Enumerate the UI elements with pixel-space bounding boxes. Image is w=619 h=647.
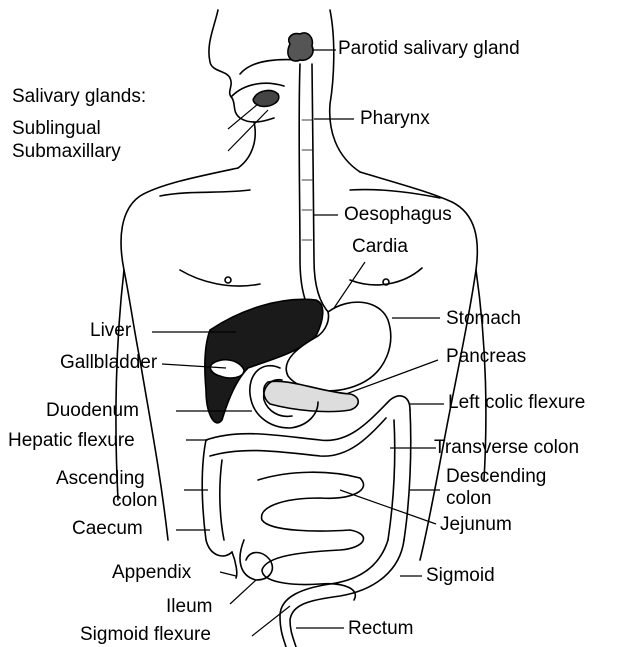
neck-back [330, 10, 360, 172]
neck-front [238, 122, 255, 168]
label-liver: Liver [90, 320, 131, 342]
label-left-colic-flexure: Left colic flexure [448, 392, 585, 414]
label-descending: Descending [446, 466, 546, 488]
label-pancreas: Pancreas [446, 346, 526, 368]
label-salivary-glands: Salivary glands: [12, 86, 146, 108]
label-hepatic-flexure: Hepatic flexure [8, 430, 135, 452]
label-ascending-colon: colon [112, 490, 157, 512]
label-transverse-colon: Transverse colon [434, 437, 579, 459]
leader-appendix [220, 572, 236, 576]
label-ileum: Ileum [166, 596, 212, 618]
descending-colon [404, 410, 411, 540]
label-jejunum: Jejunum [440, 514, 512, 536]
arm-left [116, 270, 124, 500]
chest-right [350, 268, 422, 285]
label-sigmoid: Sigmoid [426, 565, 495, 587]
label-ascending: Ascending [56, 468, 145, 490]
oesophagus-shading [302, 120, 312, 240]
nipple-left [225, 277, 231, 283]
label-sigmoid-flexure: Sigmoid flexure [80, 624, 211, 646]
oesophagus-right-wall [312, 64, 330, 314]
leader-sigmoid-flexure [252, 606, 290, 636]
appendix-shape [232, 552, 237, 578]
leader-ileum [230, 580, 256, 604]
collarbone-left [160, 190, 250, 196]
label-pharynx: Pharynx [360, 108, 430, 130]
label-parotid: Parotid salivary gland [338, 38, 520, 60]
label-stomach: Stomach [446, 308, 521, 330]
label-oesophagus: Oesophagus [344, 204, 452, 226]
label-cardia: Cardia [352, 236, 408, 258]
descending-colon-inner [388, 420, 395, 540]
ascending-colon-inner [220, 460, 224, 540]
collarbone-right [350, 189, 440, 198]
label-duodenum: Duodenum [46, 400, 139, 422]
label-gallbladder: Gallbladder [60, 352, 157, 374]
parotid-gland [288, 33, 313, 61]
label-sublingual: Sublingual [12, 118, 101, 140]
leader-submaxillary [228, 110, 268, 151]
label-rectum: Rectum [348, 618, 413, 640]
label-descending-colon: colon [446, 488, 491, 510]
chest-left [180, 270, 260, 286]
label-appendix: Appendix [112, 562, 191, 584]
ileum-coils [240, 540, 272, 580]
leader-jejunum [340, 490, 436, 524]
label-caecum: Caecum [72, 518, 143, 540]
palate [240, 60, 300, 74]
ascending-colon [202, 440, 232, 556]
label-submaxillary: Submaxillary [12, 141, 121, 163]
leader-cardia [334, 262, 365, 308]
